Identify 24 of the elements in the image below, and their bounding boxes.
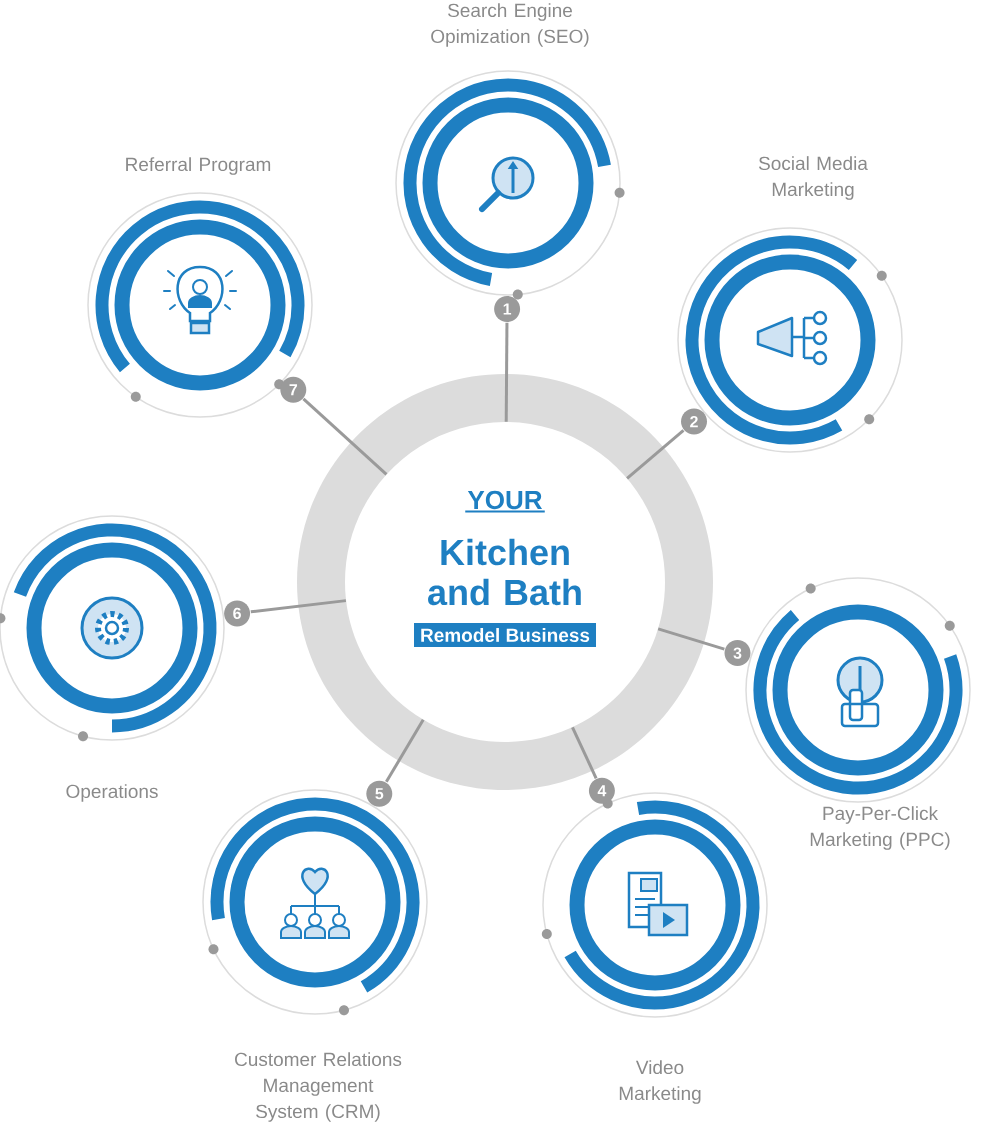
item-label: Pay-Per-Click Marketing (PPC) bbox=[810, 806, 950, 850]
item-label: Social Media Marketing bbox=[758, 156, 868, 200]
number-badge: 2 bbox=[681, 408, 707, 435]
number-badge: 1 bbox=[494, 296, 521, 322]
connector-line bbox=[626, 429, 685, 480]
number-badge: 4 bbox=[588, 777, 615, 804]
item-label: Operations bbox=[66, 784, 158, 802]
connector-line bbox=[571, 726, 598, 779]
connector-line bbox=[504, 322, 509, 422]
number-badge: 7 bbox=[280, 376, 307, 403]
item-label: Search Engine Opimization (SEO) bbox=[431, 3, 589, 47]
number-badge: 5 bbox=[366, 780, 393, 807]
connector-line bbox=[657, 627, 725, 651]
number-badge: 3 bbox=[724, 640, 751, 667]
item-label: Video Marketing bbox=[619, 1060, 701, 1104]
number-badge: 6 bbox=[224, 600, 251, 627]
connector-line bbox=[385, 719, 425, 783]
heading: YOUR bbox=[464, 490, 546, 513]
item-label: Customer Relations Management System (CRM) bbox=[235, 1052, 402, 1122]
connector-line bbox=[250, 599, 347, 614]
title: Kitchen and Bath bbox=[428, 538, 581, 606]
item-label: Referral Program bbox=[126, 157, 271, 175]
subtitle-banner: Remodel Business bbox=[414, 623, 596, 647]
connector-line bbox=[302, 397, 388, 476]
